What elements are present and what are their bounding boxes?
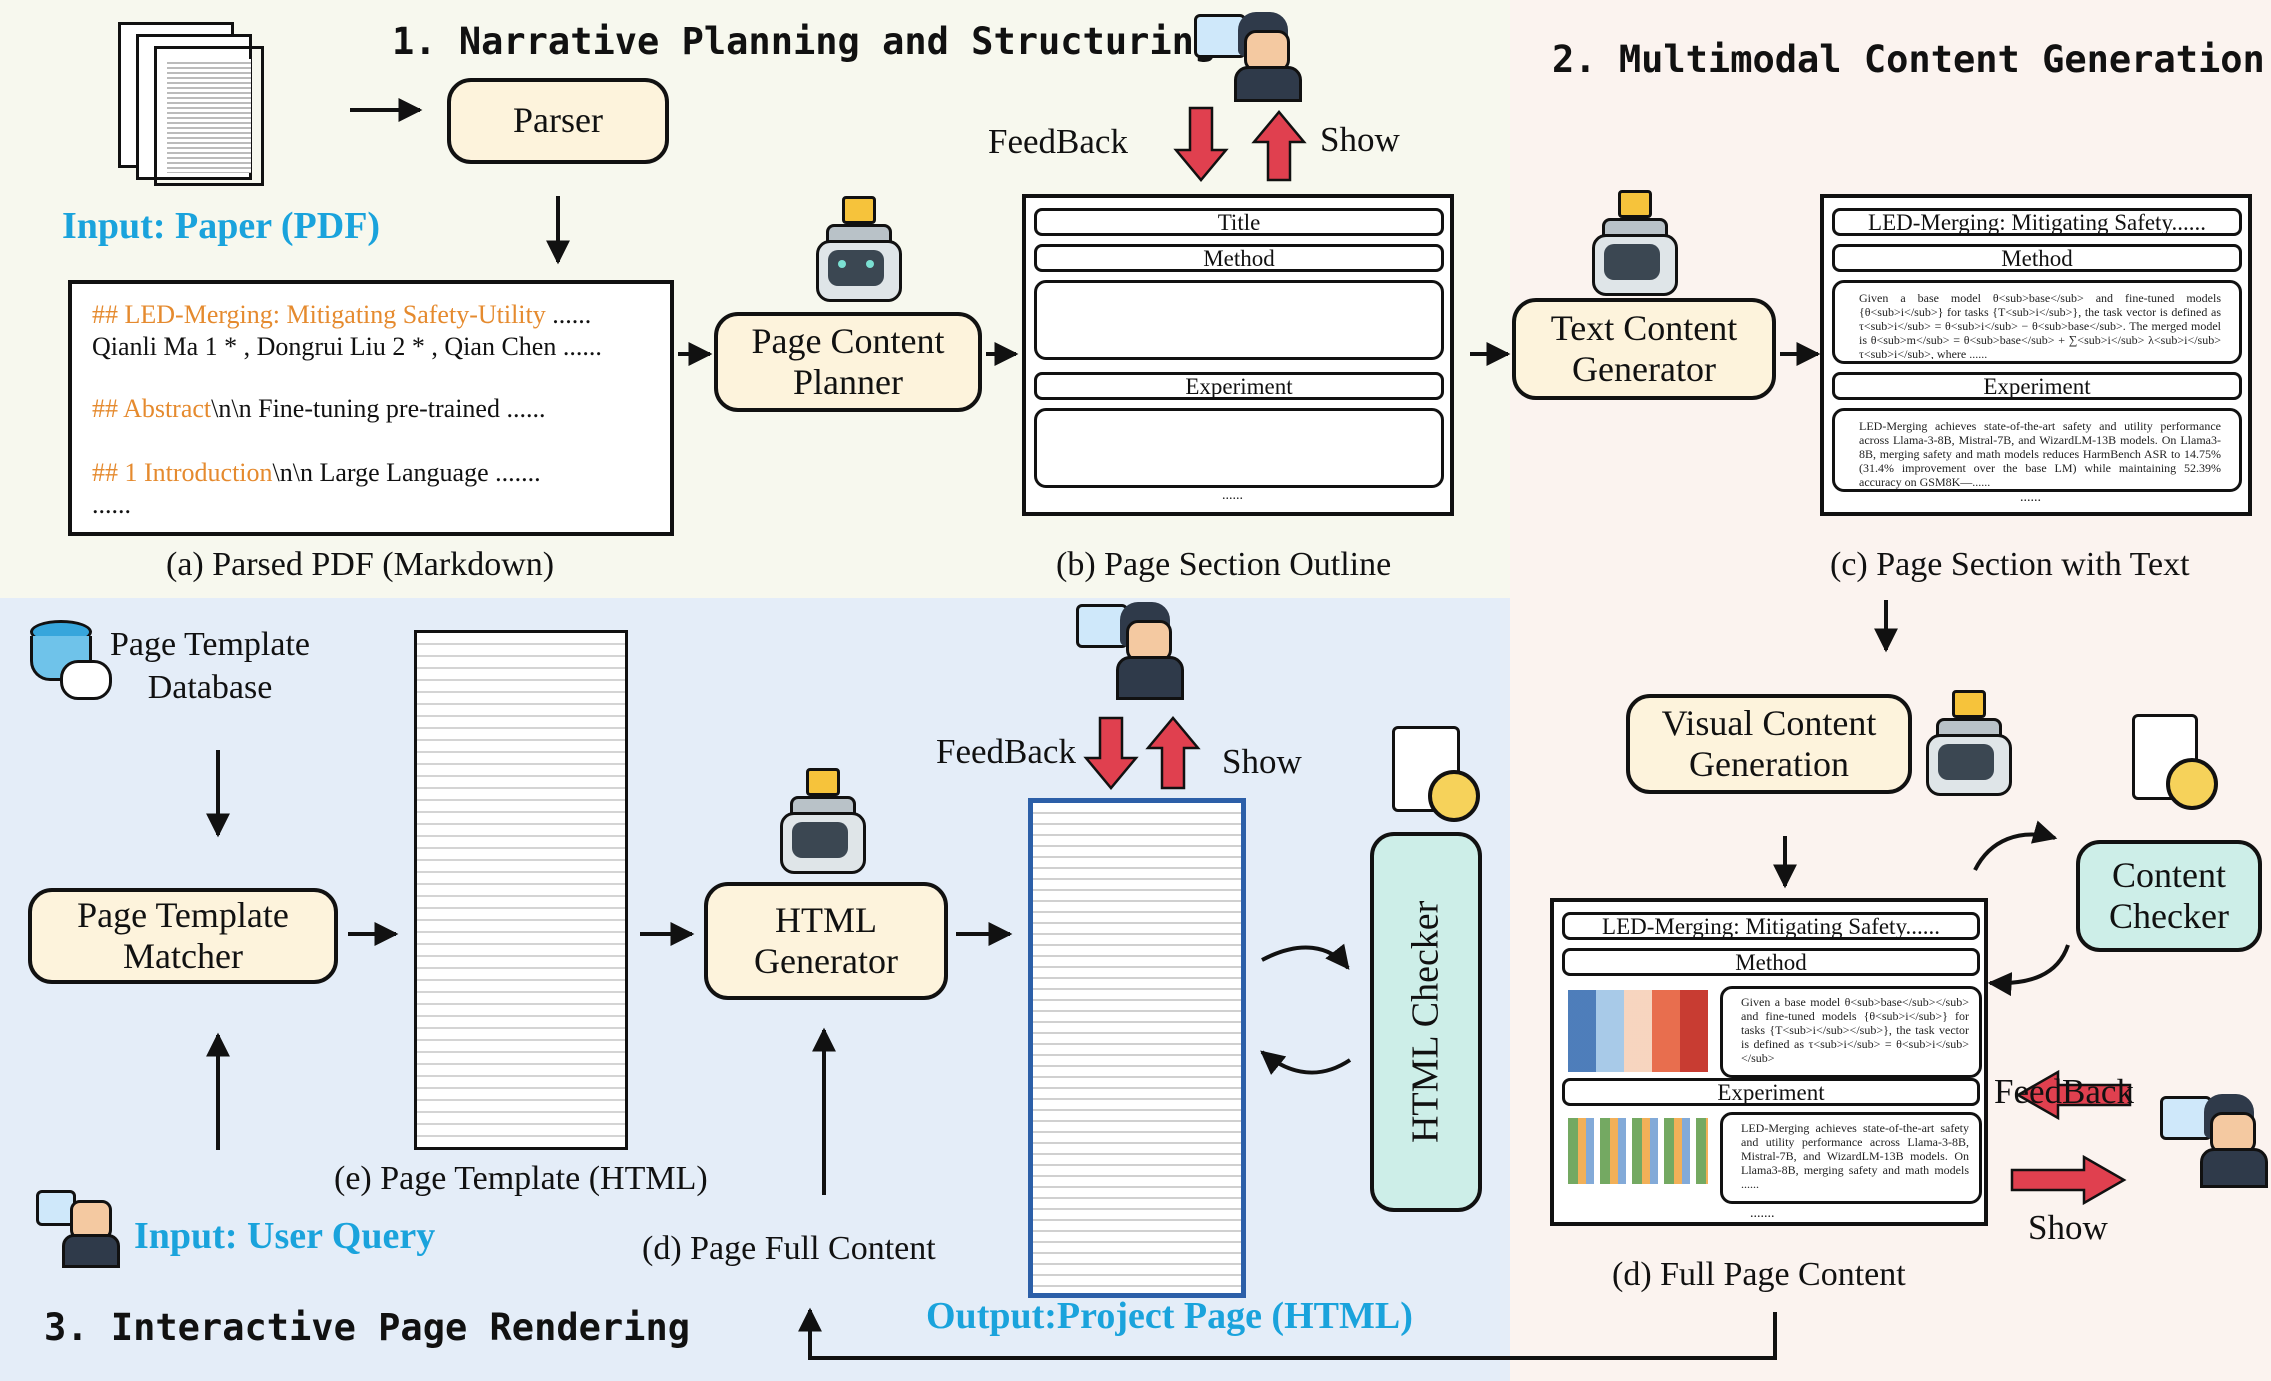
text-experiment-pill: Experiment (1832, 372, 2242, 400)
text-experiment-body: LED-Merging achieves state-of-the-art sa… (1859, 419, 2221, 489)
robot-icon (1584, 190, 1680, 296)
page-template-matcher-node: Page Template Matcher (28, 888, 338, 984)
content-checker-node: Content Checker (2076, 840, 2262, 952)
outline-method-pill: Method (1034, 244, 1444, 272)
robot-icon (808, 196, 904, 302)
full-method-content: Given a base model θ<sub>base</sub></sub… (1720, 986, 1982, 1078)
robot-icon (772, 768, 868, 874)
section-title-narrative: 1. Narrative Planning and Structuring (392, 20, 1217, 63)
heatmap-thumbnail (1568, 990, 1708, 1072)
page-template-database-label: Page Template Database (110, 626, 310, 706)
show-label-bottom: Show (1222, 742, 1302, 781)
checklist-search-icon (1392, 726, 1482, 826)
feedback-label-bottom: FeedBack (936, 732, 1076, 771)
output-project-page-label: Output:Project Page (HTML) (926, 1295, 1413, 1337)
feedback-label-right: FeedBack (1994, 1072, 2134, 1111)
person-icon-bottom (36, 1186, 120, 1268)
checklist-search-icon (2132, 714, 2218, 818)
caption-page-template: (e) Page Template (HTML) (334, 1160, 708, 1197)
user-person-icon (1194, 8, 1304, 102)
outline-method-content (1034, 280, 1444, 360)
page-section-text-box: LED-Merging: Mitigating Safety...... Met… (1820, 194, 2252, 516)
outline-dots: ...... (1222, 488, 1243, 503)
md-line-abstract: ## Abstract\n\n Fine-tuning pre-trained … (92, 394, 546, 423)
outline-title-pill: Title (1034, 208, 1444, 236)
robot-icon (1918, 690, 2014, 796)
text-method-content: Given a base model θ<sub>base</sub> and … (1832, 280, 2242, 364)
input-paper-label: Input: Paper (PDF) (62, 205, 381, 247)
show-label-top: Show (1320, 120, 1400, 159)
md-line-authors: Qianli Ma 1 * , Dongrui Liu 2 * , Qian C… (92, 332, 602, 361)
user-person-icon (2160, 1090, 2270, 1190)
outline-experiment-content (1034, 408, 1444, 488)
database-icon (30, 620, 112, 704)
outline-experiment-pill: Experiment (1034, 372, 1444, 400)
parser-node: Parser (447, 78, 669, 164)
scatter-thumbnail (1568, 1118, 1708, 1184)
full-page-content-box: LED-Merging: Mitigating Safety...... Met… (1550, 898, 1988, 1226)
section-title-multimodal: 2. Multimodal Content Generation (1552, 38, 2265, 81)
md-line-ellipsis: ...... (92, 490, 131, 519)
full-dots: ....... (1750, 1206, 1775, 1221)
user-person-icon (1076, 598, 1186, 702)
full-method-pill: Method (1562, 948, 1980, 976)
input-user-query-label: Input: User Query (134, 1215, 436, 1257)
full-method-body: Given a base model θ<sub>base</sub></sub… (1741, 995, 1969, 1065)
visual-content-generation-node: Visual Content Generation (1626, 694, 1912, 794)
text-dots: ...... (2020, 490, 2041, 505)
caption-page-full-content: (d) Page Full Content (642, 1230, 936, 1267)
section-title-rendering: 3. Interactive Page Rendering (44, 1306, 691, 1349)
pdf-paper-icon (118, 22, 278, 192)
full-experiment-content: LED-Merging achieves state-of-the-art sa… (1720, 1112, 1982, 1204)
md-line-title: ## LED-Merging: Mitigating Safety-Utilit… (92, 300, 592, 329)
md-line-intro: ## 1 Introduction\n\n Large Language ...… (92, 458, 541, 487)
caption-page-section-outline: (b) Page Section Outline (1056, 546, 1392, 583)
text-method-body: Given a base model θ<sub>base</sub> and … (1859, 291, 2221, 359)
text-method-pill: Method (1832, 244, 2242, 272)
project-page-thumbnail (1028, 798, 1246, 1298)
caption-page-section-text: (c) Page Section with Text (1830, 546, 2190, 583)
show-label-right: Show (2028, 1208, 2108, 1247)
feedback-label-top: FeedBack (988, 122, 1128, 161)
page-template-thumbnail (414, 630, 628, 1150)
caption-full-page-content: (d) Full Page Content (1612, 1256, 1906, 1293)
parsed-markdown-box: ## LED-Merging: Mitigating Safety-Utilit… (68, 280, 674, 536)
text-title-pill: LED-Merging: Mitigating Safety...... (1832, 208, 2242, 236)
full-title-pill: LED-Merging: Mitigating Safety...... (1562, 912, 1980, 940)
html-checker-label: HTML Checker (1404, 900, 1447, 1144)
text-experiment-content: LED-Merging achieves state-of-the-art sa… (1832, 408, 2242, 492)
full-experiment-body: LED-Merging achieves state-of-the-art sa… (1741, 1121, 1969, 1191)
page-section-outline-box: Title Method Experiment ...... (1022, 194, 1454, 516)
html-generator-node: HTML Generator (704, 882, 948, 1000)
caption-parsed-pdf: (a) Parsed PDF (Markdown) (166, 546, 555, 583)
full-experiment-pill: Experiment (1562, 1078, 1980, 1106)
page-content-planner-node: Page Content Planner (714, 312, 982, 412)
text-content-generator-node: Text Content Generator (1512, 298, 1776, 400)
html-checker-node: HTML Checker (1370, 832, 1482, 1212)
